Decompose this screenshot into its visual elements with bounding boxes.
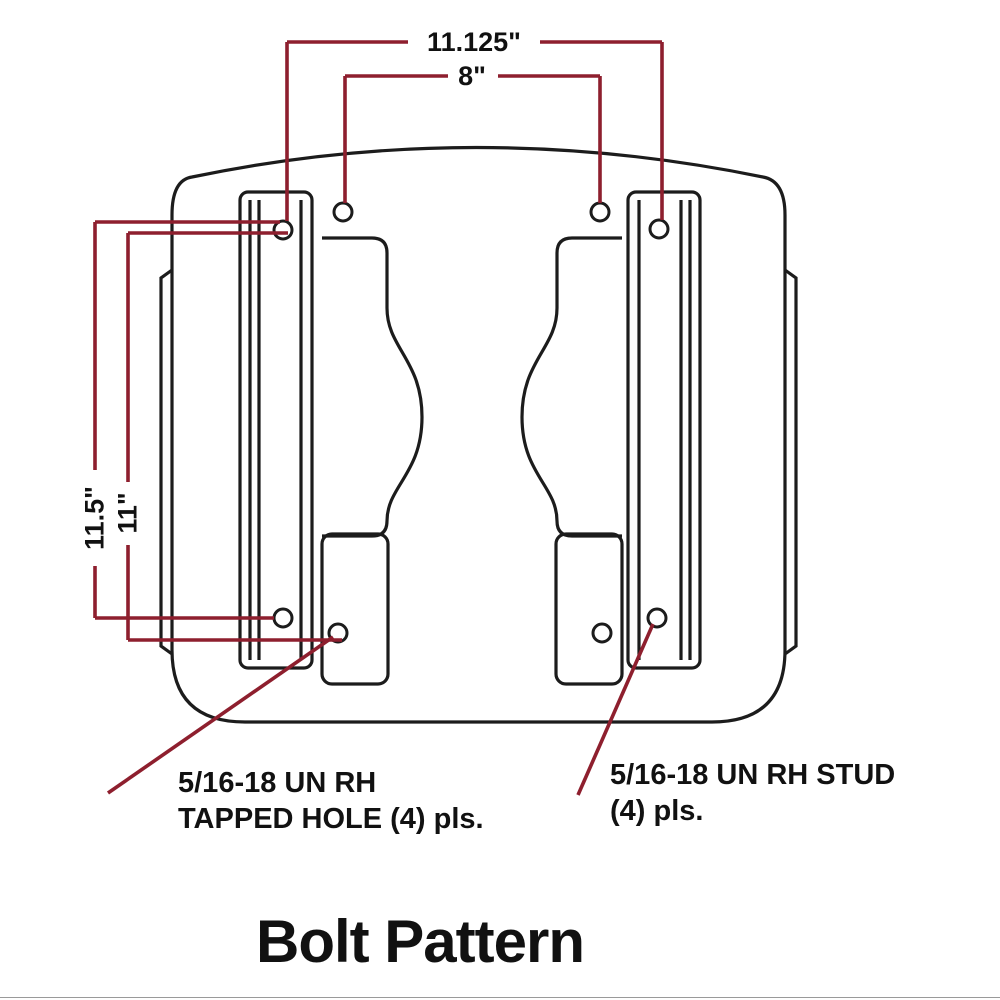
bolt-holes-group <box>272 201 670 644</box>
left-side-flange <box>159 268 173 656</box>
dim-label-height-inner: 11" <box>112 492 142 533</box>
callout-tapped-hole-line2: TAPPED HOLE (4) pls. <box>178 803 484 835</box>
bolt-hole-bottom-left-rail <box>272 607 294 629</box>
left-rail <box>238 190 314 670</box>
dimension-lines-group <box>93 40 664 796</box>
seat-base-group <box>159 145 798 724</box>
right-mount-plate <box>554 532 624 686</box>
bolt-hole-bottom-right-plate <box>591 622 613 644</box>
callout-stud-line2: (4) pls. <box>610 795 703 827</box>
bolt-hole-top-right-inner <box>589 201 611 223</box>
callout-stud-line1: 5/16-18 UN RH STUD <box>610 759 895 791</box>
page-title: Bolt Pattern <box>256 908 584 975</box>
leader-line-tapped-hole <box>106 635 335 795</box>
seat-base-outline <box>170 145 787 724</box>
callout-tapped-hole-line1: 5/16-18 UN RH <box>178 767 376 799</box>
bolt-hole-top-right-rail <box>648 218 670 240</box>
bolt-hole-bottom-right-rail <box>646 607 668 629</box>
image-border-line <box>0 997 1000 998</box>
bolt-hole-top-left-inner <box>332 201 354 223</box>
leader-line-stud <box>576 623 655 796</box>
right-rail <box>626 190 702 670</box>
right-side-flange <box>784 268 798 656</box>
right-bracket <box>520 236 622 538</box>
dim-label-width-inner: 8" <box>458 61 486 91</box>
dim-label-height-outer: 11.5" <box>79 486 109 550</box>
diagram-text-group: 11.125" 8" 11.5" 11" 5/16-18 UN RH TAPPE… <box>79 27 895 975</box>
left-bracket <box>322 236 424 538</box>
left-mount-plate <box>320 532 390 686</box>
dim-label-width-outer: 11.125" <box>427 27 521 57</box>
bolt-hole-bottom-left-plate <box>327 622 349 644</box>
